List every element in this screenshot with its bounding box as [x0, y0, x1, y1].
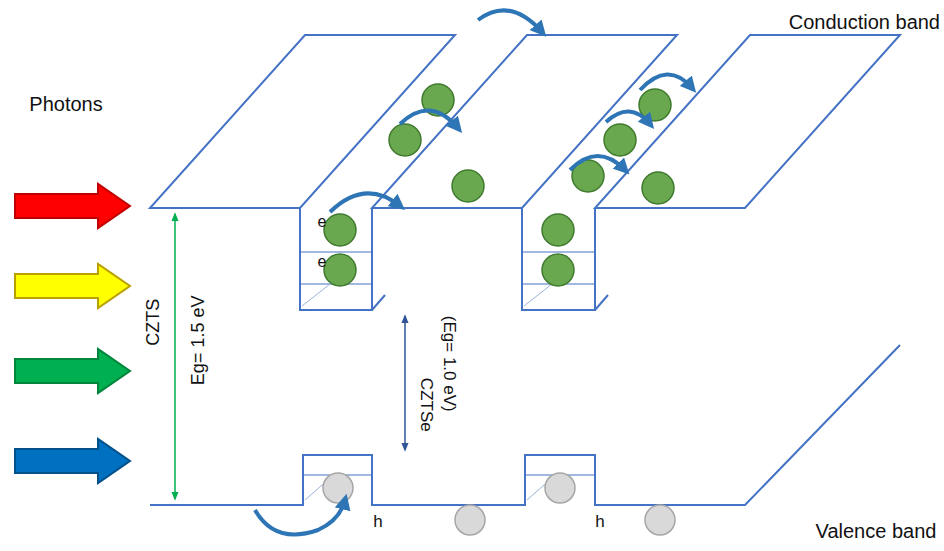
hole-label: h — [373, 512, 382, 532]
band-gap-value: (Eg= 1.0 eV) — [439, 316, 459, 412]
holes — [323, 473, 675, 535]
band-gap-value: Eg= 1.5 eV — [189, 295, 210, 385]
electrons — [324, 84, 674, 286]
band-label: Conduction band — [789, 11, 940, 34]
czts-gap-arrow — [174, 214, 176, 499]
hopping-arrows — [255, 10, 692, 534]
electron-label: e — [318, 213, 327, 231]
photons-label: Photons — [29, 93, 102, 116]
material-label: CZTS — [143, 299, 164, 346]
photon-arrows — [15, 184, 130, 483]
conduction-band — [150, 35, 900, 310]
hole-label: h — [595, 512, 604, 532]
valence-band — [150, 345, 900, 505]
electron-label: e — [318, 253, 327, 271]
material-label: CZTSe — [416, 378, 436, 432]
cztse-gap-arrow — [404, 316, 406, 450]
band-label: Valence band — [816, 520, 937, 543]
